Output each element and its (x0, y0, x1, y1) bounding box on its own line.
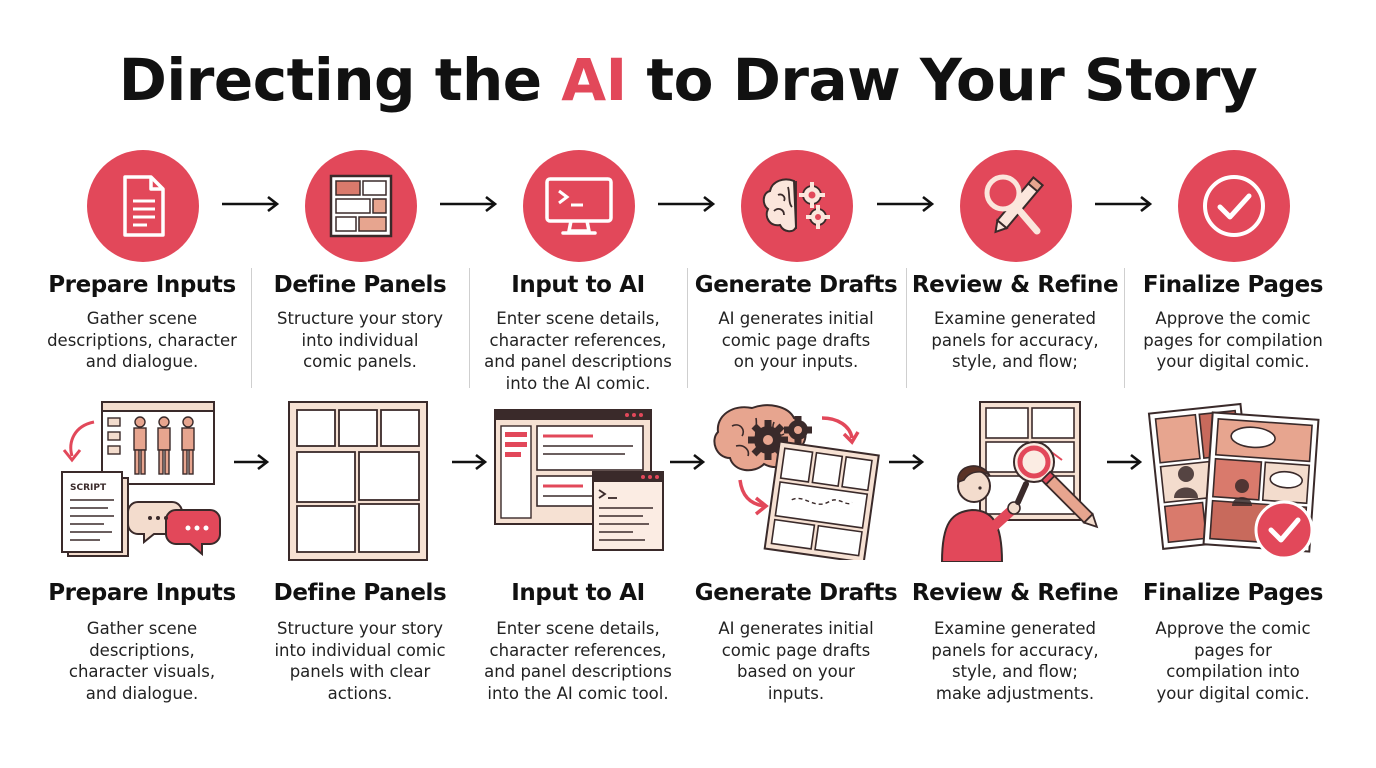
bottom-step-1-title: Prepare Inputs (48, 580, 236, 606)
generate-drafts-illustration (713, 404, 880, 560)
top-step-5-title: Review & Refine (911, 272, 1119, 298)
top-step-2-title: Define Panels (273, 272, 447, 298)
bottom-step-2-title: Define Panels (273, 580, 447, 606)
title-before: Directing the (118, 46, 562, 114)
define-panels-illustration (288, 401, 428, 561)
column-divider (1124, 268, 1125, 388)
top-step-4-desc: AI generates initial comic page drafts o… (718, 309, 874, 371)
arrow-right-icon (452, 453, 488, 471)
checkmark-icon (1178, 150, 1290, 262)
input-to-ai-illustration (494, 409, 664, 551)
top-step-1-title: Prepare Inputs (48, 272, 236, 298)
bottom-step-3: Input to AI Enter scene details, charact… (469, 580, 687, 710)
bottom-step-2: Define Panels Structure your story into … (251, 580, 469, 710)
magnifier-pencil-icon (960, 150, 1072, 262)
bottom-step-4: Generate Drafts AI generates initial com… (687, 580, 905, 710)
bottom-step-1: Prepare Inputs Gather scene descriptions… (33, 580, 251, 710)
bottom-step-4-desc: AI generates initial comic page drafts b… (718, 619, 874, 703)
bottom-step-5-desc: Examine generated panels for accuracy, s… (931, 619, 1099, 703)
arrow-right-icon (889, 453, 925, 471)
finalize-pages-illustration (1147, 402, 1320, 560)
top-step-1: Prepare Inputs Gather scene descriptions… (33, 150, 251, 380)
bottom-step-6-title: Finalize Pages (1142, 580, 1324, 606)
bottom-step-5: Review & Refine Examine generated panels… (906, 580, 1124, 710)
terminal-monitor-icon (523, 150, 635, 262)
top-step-2: Define Panels Structure your story into … (251, 150, 469, 380)
bottom-step-2-desc: Structure your story into individual com… (274, 619, 446, 703)
column-divider (906, 268, 907, 388)
column-divider (251, 268, 252, 388)
document-icon (87, 150, 199, 262)
arrow-right-icon (877, 195, 935, 213)
arrow-right-icon (670, 453, 706, 471)
bottom-step-6-desc: Approve the comic pages for compilation … (1155, 619, 1311, 703)
bottom-step-3-title: Input to AI (511, 580, 645, 606)
top-step-5-desc: Examine generated panels for accuracy, s… (931, 309, 1099, 371)
bottom-step-3-desc: Enter scene details, character reference… (484, 619, 672, 703)
bottom-step-4-title: Generate Drafts (694, 580, 898, 606)
top-step-6-desc: Approve the comic pages for compilation … (1143, 309, 1323, 371)
arrow-right-icon (222, 195, 280, 213)
bottom-step-5-title: Review & Refine (911, 580, 1119, 606)
top-step-1-desc: Gather scene descriptions, character and… (47, 309, 237, 371)
top-step-6: Finalize Pages Approve the comic pages f… (1124, 150, 1342, 380)
top-step-3: Input to AI Enter scene details, charact… (469, 150, 687, 400)
arrow-right-icon (1095, 195, 1153, 213)
page-title: Directing the AI to Draw Your Story (0, 46, 1376, 114)
brain-gears-icon (741, 150, 853, 262)
arrow-right-icon (440, 195, 498, 213)
column-divider (687, 268, 688, 388)
bottom-step-6: Finalize Pages Approve the comic pages f… (1124, 580, 1342, 710)
top-step-5: Review & Refine Examine generated panels… (906, 150, 1124, 380)
top-step-3-title: Input to AI (511, 272, 645, 298)
top-step-2-desc: Structure your story into individual com… (276, 309, 444, 371)
title-accent: AI (561, 46, 627, 114)
arrow-right-icon (658, 195, 716, 213)
prepare-inputs-illustration: SCRIPT (61, 401, 221, 557)
top-step-6-title: Finalize Pages (1142, 272, 1324, 298)
column-divider (469, 268, 470, 388)
top-step-4: Generate Drafts AI generates initial com… (687, 150, 905, 380)
bottom-step-1-desc: Gather scene descriptions, character vis… (68, 619, 216, 703)
arrow-right-icon (234, 453, 270, 471)
title-after: to Draw Your Story (626, 46, 1258, 114)
arrow-right-icon (1107, 453, 1143, 471)
script-label: SCRIPT (70, 483, 107, 493)
top-step-3-desc: Enter scene details, character reference… (484, 309, 672, 393)
top-step-4-title: Generate Drafts (694, 272, 898, 298)
panel-grid-icon (305, 150, 417, 262)
review-refine-illustration (940, 401, 1099, 562)
